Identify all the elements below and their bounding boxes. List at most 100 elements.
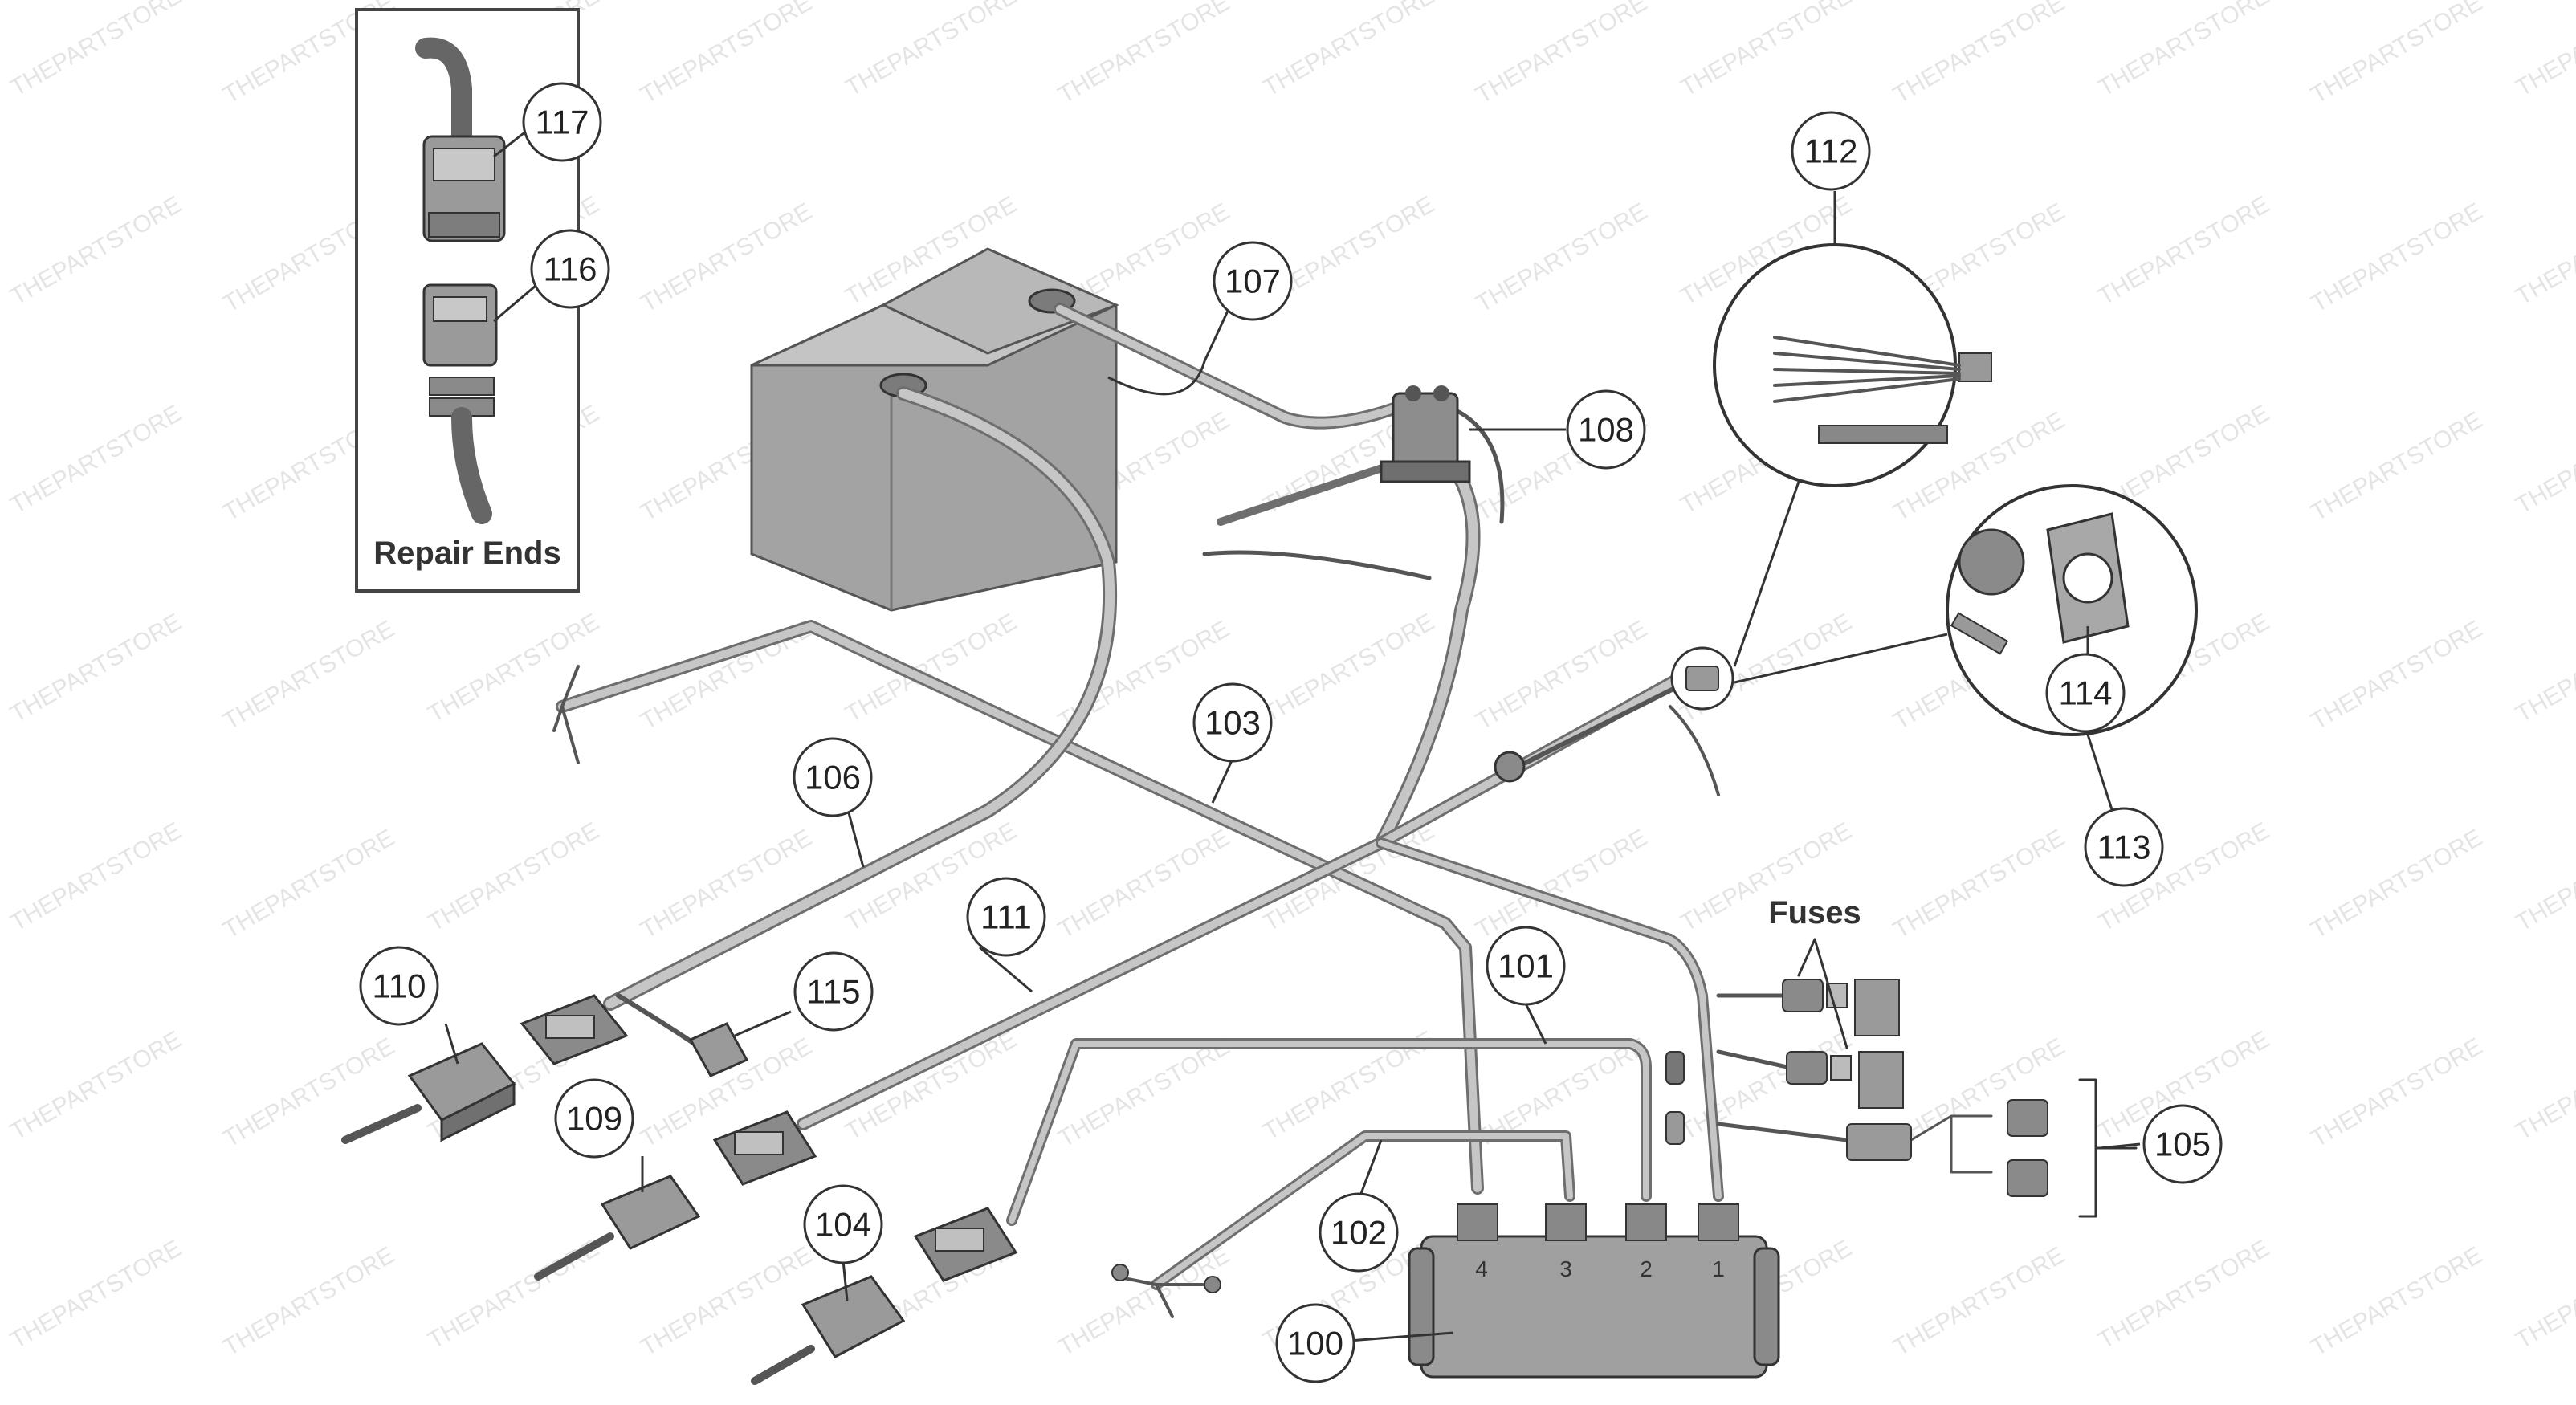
watermark-text: THEPARTSTORE	[1889, 825, 2069, 944]
watermark-text: THEPARTSTORE	[2511, 1026, 2576, 1146]
watermark-text: THEPARTSTORE	[218, 616, 398, 735]
callout-111: 111	[966, 877, 1046, 957]
watermark-text: THEPARTSTORE	[2511, 400, 2576, 519]
watermark-text: THEPARTSTORE	[2306, 616, 2486, 735]
callout-115: 115	[793, 951, 874, 1032]
watermark-text: THEPARTSTORE	[2093, 1235, 2273, 1354]
watermark-text: THEPARTSTORE	[2511, 1235, 2576, 1354]
parts: 4 3 2 1	[341, 385, 2138, 1385]
callout-106: 106	[793, 737, 873, 817]
svg-text:109: 109	[566, 1100, 622, 1138]
svg-text:107: 107	[1225, 263, 1281, 300]
svg-text:112: 112	[1804, 132, 1858, 170]
plug-101	[913, 1207, 1018, 1282]
connectors-105	[1846, 1078, 2138, 1218]
watermark-text: THEPARTSTORE	[636, 198, 816, 318]
watermark-text: THEPARTSTORE	[841, 0, 1021, 102]
svg-text:115: 115	[807, 973, 861, 1011]
harness-wires	[552, 303, 1993, 1290]
module-port-2: 2	[1640, 1256, 1653, 1281]
plug-106	[520, 994, 629, 1065]
callout-104: 104	[803, 1184, 883, 1264]
callout-114: 114	[2045, 653, 2126, 733]
watermark-text: THEPARTSTORE	[218, 1242, 398, 1362]
svg-text:105: 105	[2154, 1126, 2211, 1163]
repair-ends-inset: Repair Ends	[355, 8, 580, 593]
watermark-text: THEPARTSTORE	[1676, 0, 1856, 102]
module-port-3: 3	[1559, 1256, 1572, 1281]
callout-113: 113	[2084, 807, 2164, 887]
watermark-text: THEPARTSTORE	[1054, 0, 1233, 108]
watermark-text: THEPARTSTORE	[2093, 0, 2273, 102]
callout-117: 117	[522, 82, 602, 162]
control-module-100: 4 3 2 1	[1408, 1203, 1780, 1379]
svg-text:104: 104	[815, 1206, 871, 1244]
plug-109	[534, 1175, 701, 1281]
svg-text:100: 100	[1287, 1325, 1343, 1362]
watermark-text: THEPARTSTORE	[6, 0, 185, 102]
callouts: 100 101 102 103 104 105 106 107 108 109 …	[359, 82, 2223, 1383]
callout-102: 102	[1319, 1192, 1399, 1273]
svg-text:101: 101	[1498, 947, 1554, 985]
watermark-text: THEPARTSTORE	[6, 1026, 185, 1146]
watermark-text: THEPARTSTORE	[636, 1242, 816, 1362]
callout-101: 101	[1486, 926, 1566, 1006]
callout-116: 116	[530, 229, 610, 309]
module-port-1: 1	[1712, 1256, 1725, 1281]
detail-113	[1734, 484, 2198, 736]
watermark-text: THEPARTSTORE	[1471, 0, 1651, 108]
callout-103: 103	[1192, 682, 1273, 763]
watermark-text: THEPARTSTORE	[6, 609, 185, 728]
watermark-text: THEPARTSTORE	[2306, 407, 2486, 527]
watermark-text: THEPARTSTORE	[1889, 1242, 2069, 1362]
plug-104	[751, 1275, 906, 1385]
watermark-text: THEPARTSTORE	[1258, 609, 1438, 728]
solenoid-108	[1380, 385, 1471, 483]
watermark-text: THEPARTSTORE	[6, 817, 185, 937]
svg-text:102: 102	[1331, 1214, 1387, 1252]
battery	[750, 247, 1119, 612]
watermark-text: THEPARTSTORE	[2306, 198, 2486, 318]
watermark-text: THEPARTSTORE	[2306, 825, 2486, 944]
watermark-text: THEPARTSTORE	[1471, 616, 1651, 735]
watermark-text: THEPARTSTORE	[6, 1235, 185, 1354]
watermark-text: THEPARTSTORE	[2093, 191, 2273, 311]
watermark-text: THEPARTSTORE	[2511, 0, 2576, 102]
callout-110: 110	[359, 946, 439, 1026]
svg-text:110: 110	[373, 967, 426, 1005]
callout-105: 105	[2142, 1104, 2223, 1184]
watermark-text: THEPARTSTORE	[218, 1033, 398, 1153]
watermark-text: THEPARTSTORE	[1258, 0, 1438, 102]
watermark-text: THEPARTSTORE	[1054, 1033, 1233, 1153]
inset-caption: Repair Ends	[373, 536, 560, 571]
callout-108: 108	[1566, 389, 1646, 470]
detail-112	[1713, 243, 1992, 667]
watermark-text: THEPARTSTORE	[2511, 817, 2576, 937]
svg-text:108: 108	[1578, 411, 1634, 449]
fuse-holders	[1782, 938, 1904, 1109]
watermark-text: THEPARTSTORE	[218, 825, 398, 944]
watermark-text: THEPARTSTORE	[2511, 191, 2576, 311]
watermark-text: THEPARTSTORE	[6, 400, 185, 519]
callout-109: 109	[554, 1078, 634, 1159]
callout-107: 107	[1213, 241, 1293, 321]
svg-text:116: 116	[544, 250, 597, 288]
plug-111	[712, 1110, 817, 1186]
watermark-text: THEPARTSTORE	[2306, 0, 2486, 108]
watermark-text: THEPARTSTORE	[6, 191, 185, 311]
watermark-text: THEPARTSTORE	[2511, 609, 2576, 728]
watermark-text: THEPARTSTORE	[1471, 198, 1651, 318]
fuses-label: Fuses	[1768, 895, 1861, 931]
module-port-4: 4	[1475, 1256, 1488, 1281]
svg-text:103: 103	[1204, 704, 1261, 742]
svg-text:111: 111	[980, 898, 1032, 936]
watermark-text: THEPARTSTORE	[423, 817, 603, 937]
watermark-text: THEPARTSTORE	[2306, 1033, 2486, 1153]
svg-text:106: 106	[805, 759, 861, 796]
watermark-text: THEPARTSTORE	[2306, 1242, 2486, 1362]
svg-text:117: 117	[536, 104, 589, 141]
watermark-text: THEPARTSTORE	[1889, 0, 2069, 108]
plug-110	[341, 1042, 516, 1144]
svg-text:114: 114	[2059, 674, 2113, 712]
